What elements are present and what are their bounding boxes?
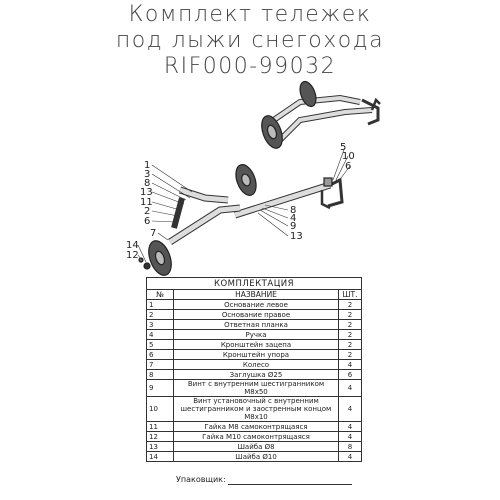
cell-num: 8 — [146, 369, 174, 380]
cell-qty: 2 — [338, 299, 362, 310]
callout-6b: 6 — [345, 161, 351, 172]
callout-5: 5 — [340, 142, 346, 153]
cell-num: 7 — [146, 359, 174, 370]
cell-qty: 4 — [338, 451, 362, 462]
cell-qty: 8 — [338, 441, 362, 452]
callout-2: 2 — [144, 206, 150, 217]
table-header-row: № НАЗВАНИЕ ШТ. — [146, 289, 362, 300]
callout-11: 11 — [140, 197, 153, 208]
document-title: Комплект тележек под лыжи снегохода RIF0… — [0, 2, 500, 80]
callout-13: 13 — [140, 187, 153, 198]
cell-qty: 6 — [338, 369, 362, 380]
rear-trolley — [261, 80, 381, 149]
cell-qty: 4 — [338, 359, 362, 370]
cell-num: 6 — [146, 349, 174, 360]
title-line-1: Комплект тележек — [128, 2, 372, 27]
cell-num: 4 — [146, 329, 174, 340]
cell-name: Винт с внутренним шестигранником М8х50 — [173, 379, 339, 397]
wheel-icon — [299, 80, 317, 108]
cell-num: 5 — [146, 339, 174, 350]
cell-num: 9 — [146, 379, 174, 397]
cell-qty: 4 — [338, 421, 362, 432]
callout-10: 10 — [342, 151, 355, 162]
cell-num: 1 — [146, 299, 174, 310]
cell-qty: 4 — [338, 379, 362, 397]
cell-num: 13 — [146, 441, 174, 452]
front-trolley — [138, 164, 344, 276]
cell-name: Винт установочный с внутренним шестигран… — [173, 396, 339, 422]
cell-name: Кронштейн зацепа — [173, 339, 339, 350]
cell-qty: 2 — [338, 329, 362, 340]
cell-num: 2 — [146, 309, 174, 320]
callout-12: 12 — [126, 250, 139, 261]
cell-name: Колесо — [173, 359, 339, 370]
table-caption: КОМПЛЕКТАЦИЯ — [146, 277, 362, 290]
title-line-3: RIF000-99032 — [163, 54, 337, 79]
cell-num: 11 — [146, 421, 174, 432]
cell-name: Ручка — [173, 329, 339, 340]
col-header-qty: ШТ. — [338, 289, 362, 300]
callout-4: 4 — [290, 213, 296, 224]
cell-num: 3 — [146, 319, 174, 330]
col-header-name: НАЗВАНИЕ — [173, 289, 339, 300]
cell-qty: 2 — [338, 319, 362, 330]
col-header-num: № — [146, 289, 174, 300]
packer-signature-line — [228, 484, 352, 485]
cell-qty: 2 — [338, 309, 362, 320]
callout-leaders — [137, 146, 351, 263]
cell-name: Основание правое — [173, 309, 339, 320]
assembly-drawing: 1 3 8 13 11 2 6 7 14 12 5 10 6 8 4 9 13 — [126, 80, 381, 276]
cell-name: Ответная планка — [173, 319, 339, 330]
cell-qty: 2 — [338, 349, 362, 360]
cell-name: Гайка М8 самоконтрящаяся — [173, 421, 339, 432]
callout-8b: 8 — [290, 205, 296, 216]
callout-6: 6 — [144, 216, 150, 227]
callout-8: 8 — [144, 178, 150, 189]
cell-name: Шайба Ø10 — [173, 451, 339, 462]
cell-num: 10 — [146, 396, 174, 422]
callout-3: 3 — [144, 169, 150, 180]
packer-label: Упаковщик: — [176, 475, 226, 484]
callout-13b: 13 — [290, 231, 303, 242]
cell-qty: 2 — [338, 339, 362, 350]
cell-qty: 4 — [338, 396, 362, 422]
callout-14: 14 — [126, 240, 139, 251]
cell-name: Основание левое — [173, 299, 339, 310]
title-line-2: под лыжи снегохода — [115, 28, 385, 53]
cell-name: Кронштейн упора — [173, 349, 339, 360]
callout-labels: 1 3 8 13 11 2 6 7 14 12 5 10 6 8 4 9 13 — [126, 142, 355, 261]
cell-num: 12 — [146, 431, 174, 442]
cell-name: Заглушка Ø25 — [173, 369, 339, 380]
callout-7: 7 — [150, 228, 156, 239]
callout-9: 9 — [290, 221, 296, 232]
cell-name: Шайба Ø8 — [173, 441, 339, 452]
cell-num: 14 — [146, 451, 174, 462]
cell-qty: 4 — [338, 431, 362, 442]
cell-name: Гайка М10 самоконтрящаяся — [173, 431, 339, 442]
callout-1: 1 — [144, 160, 150, 171]
